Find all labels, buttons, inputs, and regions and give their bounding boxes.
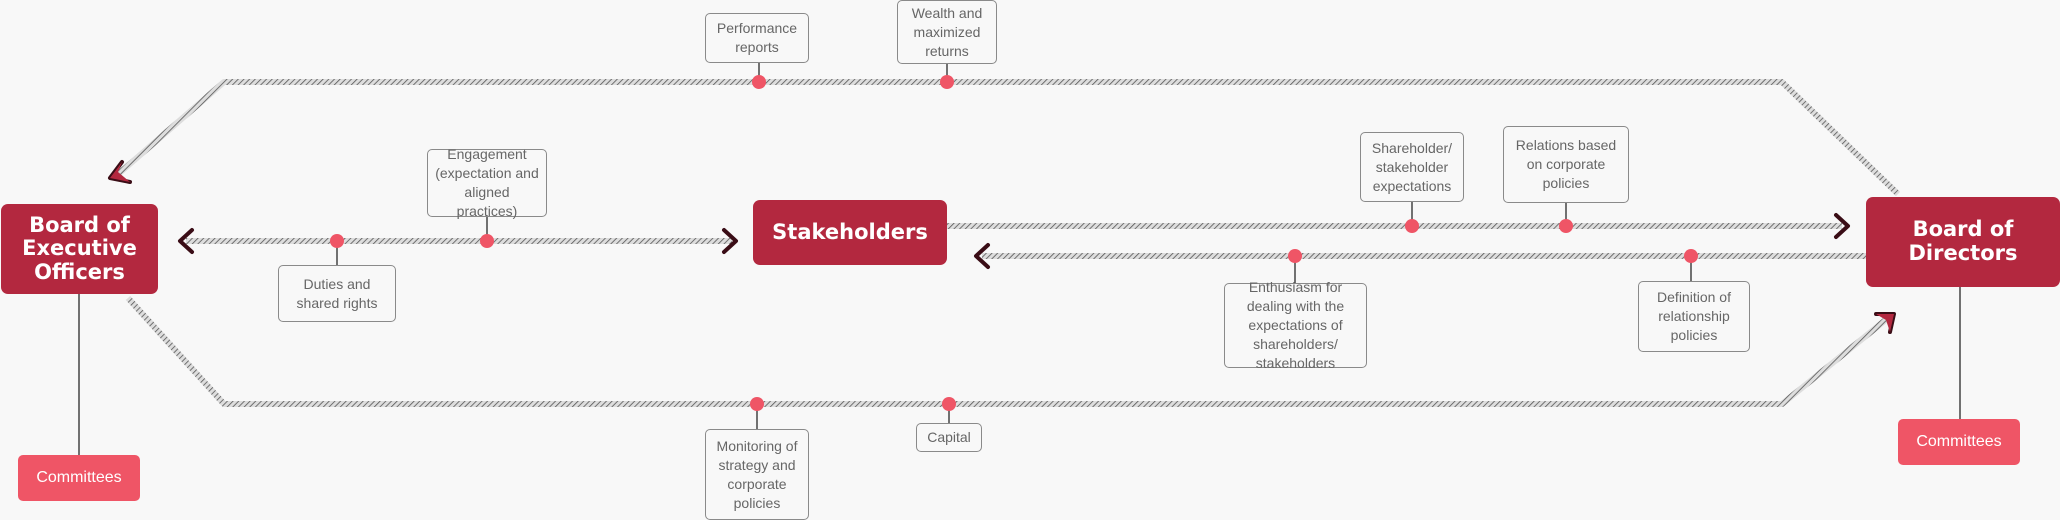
arrowhead-top-left-fill [110,162,130,182]
dot-definition-policies [1684,249,1698,263]
dot-engagement [480,234,494,248]
label-relations-policies-text: Relations based on corporate policies [1515,137,1617,191]
dot-performance-reports [752,75,766,89]
label-capital: Capital [916,423,982,452]
label-duties-rights-text: Duties and shared rights [296,275,378,311]
node-committees-left: Committees [18,455,140,501]
node-executive-officers: Board of Executive Officers [1,204,158,294]
label-capital-text: Capital [927,429,971,445]
label-wealth-returns-text: Wealth and maximized returns [911,4,983,59]
top-loop-connector [114,79,1901,197]
node-stakeholders: Stakeholders [753,200,947,265]
label-engagement-text: Engagement (expectation and aligned prac… [435,146,539,219]
label-enthusiasm: Enthusiasm for dealing with the expectat… [1224,279,1367,371]
label-shareholder-expectations-text: Shareholder/ stakeholder expectations [1371,139,1453,194]
label-monitoring: Monitoring of strategy and corporate pol… [705,429,809,520]
label-monitoring-text: Monitoring of strategy and corporate pol… [716,437,798,511]
label-engagement: Engagement (expectation and aligned prac… [427,146,547,219]
node-board-of-directors: Board of Directors [1866,197,2060,287]
arrowhead-stakeholders-right-in [974,243,990,269]
node-stakeholders-label: Stakeholders [772,219,928,244]
dot-wealth-returns [940,75,954,89]
node-board-of-directors-label: Board of Directors [1908,217,2018,265]
dot-duties-rights [330,234,344,248]
label-definition-policies-text: Definition of relationship policies [1657,289,1731,343]
dot-relations-policies [1559,219,1573,233]
bottom-loop-connector [125,295,1890,407]
node-committees-right: Committees [1898,419,2020,465]
dot-capital [942,397,956,411]
label-duties-rights: Duties and shared rights [278,265,396,322]
label-shareholder-expectations: Shareholder/ stakeholder expectations [1360,132,1464,202]
arrowhead-stakeholders-left-in [722,228,738,254]
label-definition-policies: Definition of relationship policies [1638,281,1750,352]
arrowhead-executive-left [178,228,194,254]
label-wealth-returns: Wealth and maximized returns [897,0,997,64]
dot-monitoring [750,397,764,411]
node-committees-right-label: Committees [1916,433,2002,451]
label-relations-policies: Relations based on corporate policies [1503,126,1629,203]
dot-shareholder-expectations [1405,219,1419,233]
arrowhead-bottom-right-fill [1876,314,1894,332]
label-performance-reports: Performance reports [705,13,809,63]
label-enthusiasm-text: Enthusiasm for dealing with the expectat… [1246,279,1345,371]
dot-enthusiasm [1288,249,1302,263]
arrowhead-directors-in [1834,213,1850,239]
node-executive-officers-label: Board of Executive Officers [22,212,137,284]
label-performance-reports-text: Performance reports [716,20,798,55]
node-committees-left-label: Committees [36,469,122,487]
